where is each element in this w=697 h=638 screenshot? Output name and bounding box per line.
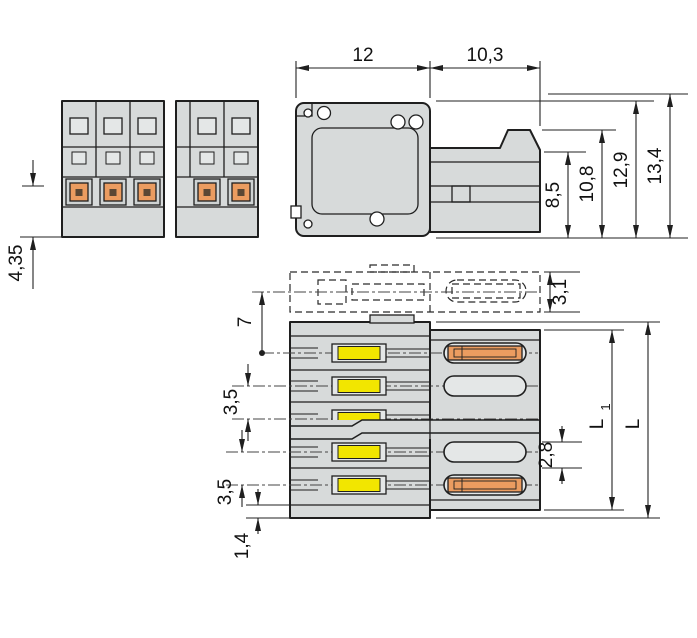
- contact-yellow: [337, 346, 381, 360]
- dim-label-3-5-upper: 3,5: [221, 389, 242, 415]
- dim-3-1: 3,1: [544, 271, 580, 313]
- side-plug-detail: [451, 185, 471, 203]
- front-latch-windows: [69, 117, 251, 165]
- hole-circle: [303, 108, 313, 118]
- break-lines: [290, 419, 540, 440]
- hole-circle: [316, 105, 332, 121]
- pin-tip: [203, 189, 211, 196]
- side-holes: [303, 105, 424, 229]
- side-plug-lines: [430, 161, 540, 203]
- pin-tip: [75, 189, 83, 196]
- dim-L: L: [436, 321, 660, 519]
- dim-2-8: 2,8: [536, 426, 582, 484]
- front-contacts: [65, 178, 255, 206]
- row-details-right: [443, 342, 527, 496]
- dim-label-13-4: 13,4: [645, 147, 666, 184]
- dim-L1: L 1: [544, 329, 624, 511]
- dim-label-10-8: 10,8: [577, 166, 598, 203]
- break-band: [291, 420, 539, 439]
- bottom-view-hidden-section: [252, 264, 541, 313]
- side-recess: [311, 127, 419, 215]
- front-horizontal-lines: [62, 146, 258, 208]
- side-plug-section: [429, 129, 541, 233]
- hidden-outline: [289, 271, 541, 313]
- side-view: [290, 102, 541, 237]
- bottom-view: [226, 314, 541, 519]
- row-boundaries: [290, 335, 430, 506]
- pin-tip: [237, 189, 245, 196]
- side-top-step: [296, 103, 313, 117]
- bottom-top-tab: [369, 314, 415, 324]
- dim-label-1-4: 1,4: [232, 532, 253, 559]
- dim-label-8-5: 8,5: [543, 182, 564, 208]
- pin-tip: [143, 189, 151, 196]
- dim-label-L1: L: [587, 419, 608, 430]
- front-view: 4,35: [6, 100, 259, 289]
- dim-label-12: 12: [352, 45, 373, 66]
- dim-label-L1-subscript: 1: [598, 403, 613, 410]
- side-view-dimensions: 12 10,3 8,5 10,8 12,9 13,4: [295, 45, 688, 239]
- contact-orange: [447, 345, 523, 361]
- centerline-dot: [259, 350, 265, 356]
- dim-label-L: L: [623, 419, 644, 430]
- dim-label-4-35: 4,35: [6, 245, 27, 282]
- dim-7: 7: [235, 292, 265, 356]
- dim-label-10-3: 10,3: [467, 45, 504, 66]
- dim-3-5-upper: 3,5: [221, 364, 251, 441]
- dim-4-35: 4,35: [6, 160, 62, 289]
- dim-label-2-8: 2,8: [536, 442, 557, 468]
- dim-1-4: 1,4: [232, 489, 290, 559]
- front-pole-dividers: [95, 101, 225, 177]
- contact-orange: [447, 477, 523, 493]
- bottom-view-dimensions: 3,1 7 3,5 3,5 1,4: [215, 271, 660, 559]
- pin-tip: [109, 189, 117, 196]
- dim-label-3-1: 3,1: [550, 279, 571, 305]
- hole-circle: [369, 211, 385, 227]
- hole-circle: [303, 219, 313, 229]
- hole-circle: [390, 114, 406, 130]
- dim-label-12-9: 12,9: [611, 152, 632, 189]
- contact-yellow: [337, 478, 381, 492]
- dim-3-5-lower: 3,5: [215, 430, 245, 507]
- plug-edge-lines: [430, 339, 540, 501]
- contact-yellow: [337, 379, 381, 393]
- hole-circle: [408, 114, 424, 130]
- side-left-notch: [290, 205, 302, 219]
- contact-yellow: [337, 445, 381, 459]
- dim-label-3-5-lower: 3,5: [215, 479, 236, 505]
- dim-label-7: 7: [235, 317, 256, 328]
